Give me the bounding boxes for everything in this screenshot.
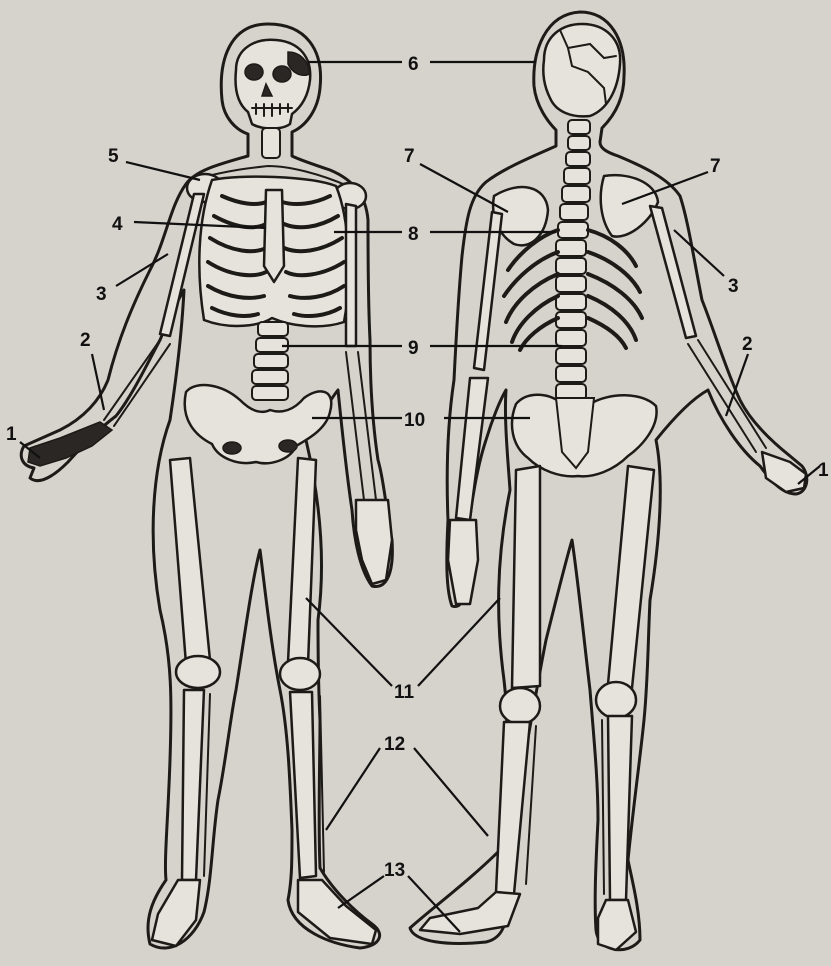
label-7-right: 7: [710, 156, 721, 177]
front-left-ulna: [114, 344, 170, 426]
front-left-fibula: [204, 694, 210, 876]
label-2-front: 2: [80, 330, 91, 351]
front-figure: [21, 24, 392, 948]
back-right-knee: [596, 682, 636, 718]
front-left-knee: [176, 656, 220, 688]
label-7-left: 7: [404, 146, 415, 167]
label-9: 9: [408, 338, 419, 359]
front-left-radius: [104, 340, 160, 420]
back-left-knee: [500, 688, 540, 724]
label-3-back: 3: [728, 276, 739, 297]
leader-5: [126, 162, 200, 180]
front-sternum: [264, 190, 284, 282]
back-left-foot: [420, 892, 520, 934]
label-1-front: 1: [6, 424, 17, 445]
back-right-humerus: [650, 206, 696, 338]
leader-3-front: [116, 254, 168, 286]
back-right-foot: [598, 900, 636, 950]
leader-11-back: [418, 598, 500, 686]
label-1-back: 1: [818, 460, 829, 481]
label-8: 8: [408, 224, 419, 245]
front-right-hand: [356, 500, 392, 584]
front-left-obturator: [223, 442, 241, 454]
front-left-femur: [170, 458, 210, 664]
back-left-hand: [448, 520, 478, 604]
leader-12-front: [326, 748, 380, 830]
front-lumbar-spine: [252, 322, 288, 400]
label-12: 12: [384, 734, 405, 755]
front-right-obturator: [279, 440, 297, 452]
front-right-femur: [288, 458, 316, 664]
label-10: 10: [404, 410, 425, 431]
label-2-back: 2: [742, 334, 753, 355]
label-5: 5: [108, 146, 119, 167]
back-figure: [410, 12, 807, 950]
label-13: 13: [384, 860, 405, 881]
front-left-eye-socket: [245, 64, 263, 80]
leader-7-left: [420, 164, 508, 212]
label-3-front: 3: [96, 284, 107, 305]
front-left-tibia: [182, 690, 204, 880]
leader-lines: [20, 62, 820, 932]
back-right-tibia: [608, 716, 632, 900]
leader-12-back: [414, 748, 488, 836]
back-left-tibia: [496, 722, 530, 894]
label-11: 11: [394, 682, 415, 703]
front-right-humerus: [346, 204, 356, 346]
back-right-fibula: [602, 720, 604, 894]
leader-3-back: [674, 230, 724, 276]
front-right-knee: [280, 658, 320, 690]
back-left-femur: [512, 466, 540, 688]
back-right-hand: [762, 452, 806, 492]
back-spine: [556, 120, 590, 400]
labels: 1 1 2 2 3 3 4 5 6 7 7 8 9 10 11 12 13: [6, 54, 829, 881]
label-4: 4: [112, 214, 123, 235]
leader-13-front: [338, 876, 384, 908]
front-right-eye-socket: [273, 66, 291, 82]
front-right-tibia: [290, 692, 316, 878]
label-6: 6: [408, 54, 419, 75]
front-neck-vertebrae: [262, 128, 280, 158]
